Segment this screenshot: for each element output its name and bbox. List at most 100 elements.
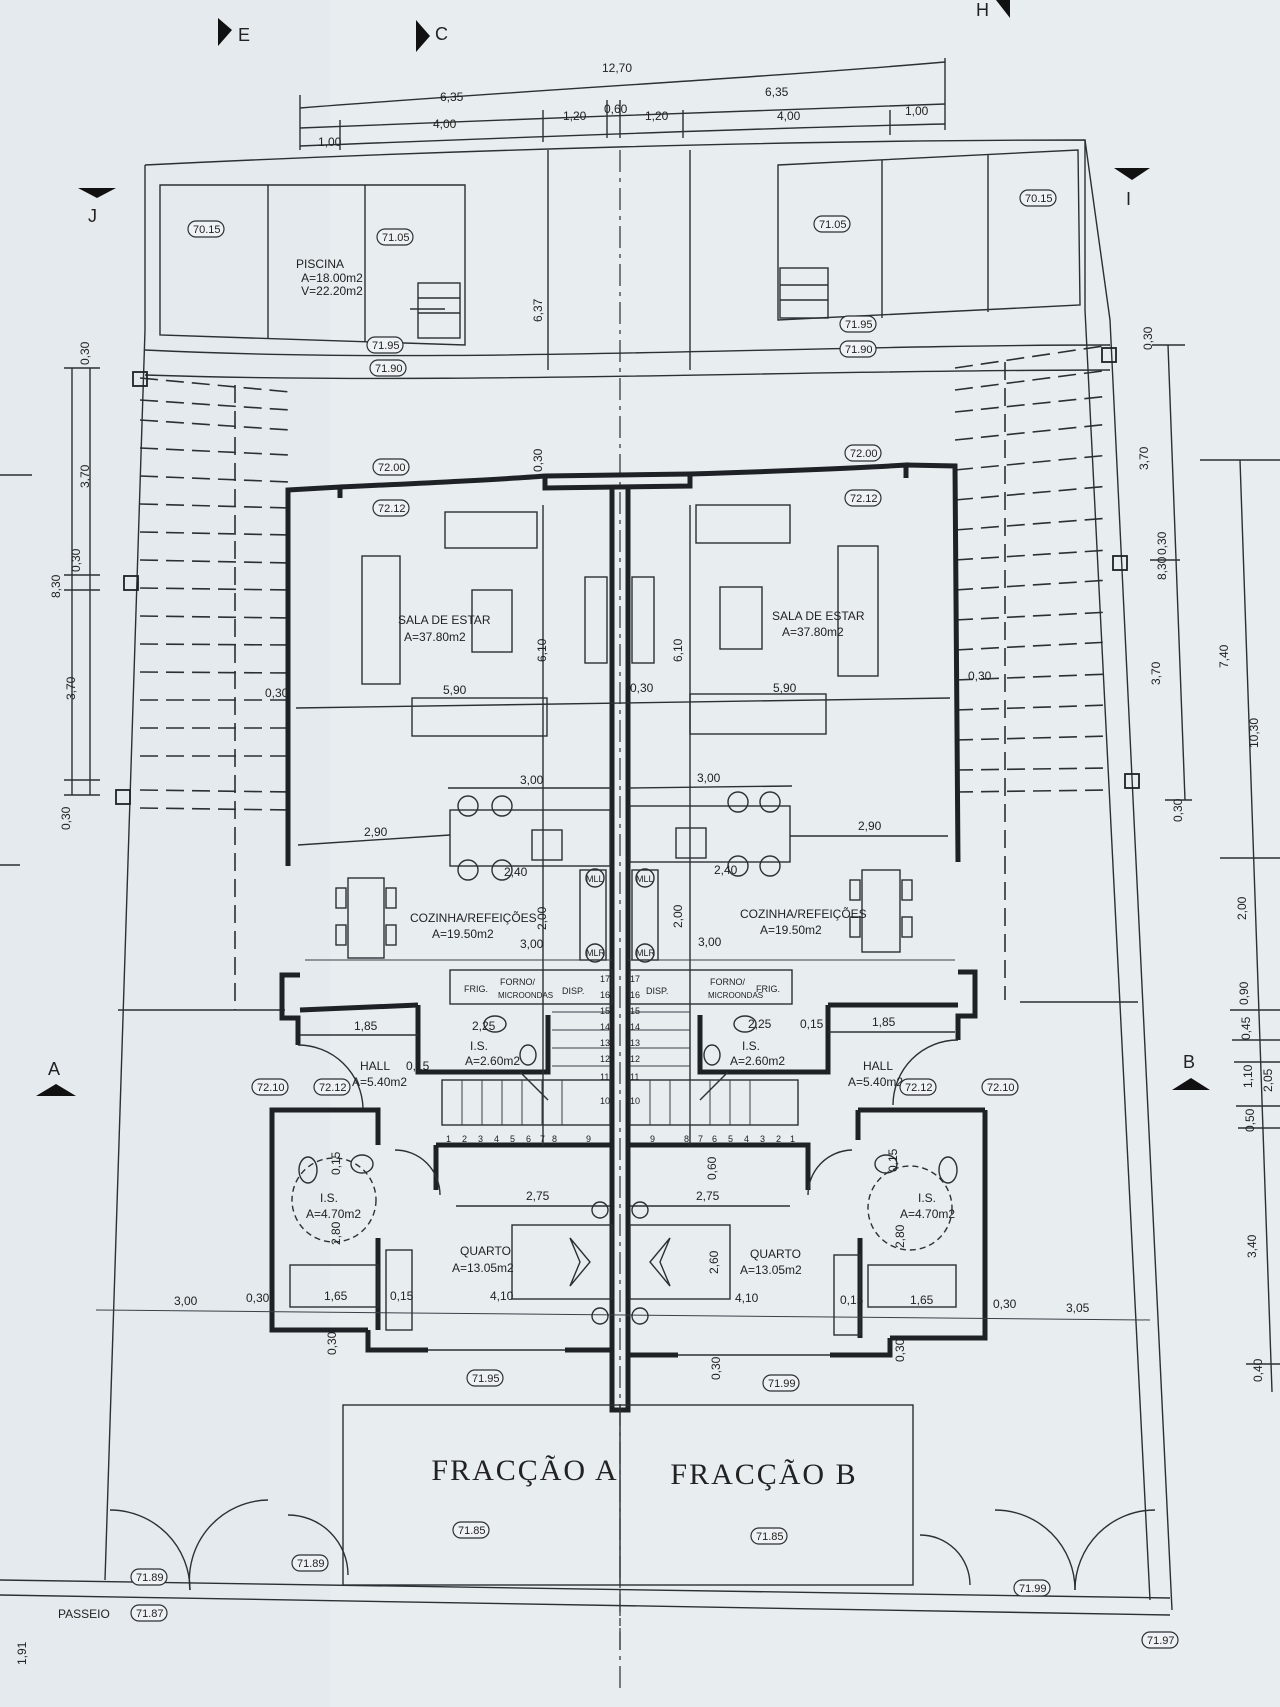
mlr-right: MLR xyxy=(636,948,656,958)
stair-num: 11 xyxy=(630,1072,639,1082)
frig-right: FRIG. xyxy=(756,984,780,994)
is-small-right-name: I.S. xyxy=(742,1039,760,1053)
dim-right-045: 0,45 xyxy=(1239,1016,1253,1040)
terrace-edge-2 xyxy=(144,369,1111,380)
dining-table-right xyxy=(861,869,901,953)
stairs xyxy=(441,1011,799,1126)
stair-num: 1 xyxy=(446,1134,451,1144)
hall-right-name: HALL xyxy=(863,1059,893,1073)
level-7200-left: 72.00 xyxy=(378,462,406,474)
section-a-arrow xyxy=(36,1084,76,1096)
micro-right: MICROONDAS xyxy=(708,991,763,1000)
dim-637: 6,37 xyxy=(531,298,545,322)
stair-num: 10 xyxy=(600,1096,610,1106)
level-7195-right: 71.95 xyxy=(845,319,873,331)
is-big-left-area: A=4.70m2 xyxy=(306,1207,361,1221)
level-7200-right: 72.00 xyxy=(850,448,878,460)
top-dimension-chain: 12,70 6,35 6,35 4,00 1,20 0,60 1,20 4,00… xyxy=(299,58,946,150)
sofa-top-left xyxy=(444,511,538,549)
dim-240-left: 2,40 xyxy=(504,865,528,879)
dim-left-1: 1,00 xyxy=(318,135,342,149)
section-e-arrow xyxy=(218,18,232,46)
disp-right: DISP. xyxy=(646,986,668,996)
dim-610-left: 6,10 xyxy=(535,638,549,662)
pergola-right xyxy=(954,344,1140,1003)
quarto-right-name: QUARTO xyxy=(750,1247,801,1261)
stair-num: 15 xyxy=(630,1006,640,1016)
level-7105-left: 71.05 xyxy=(382,232,410,244)
dim-right-110: 1,10 xyxy=(1241,1064,1255,1088)
dim-300-island-left: 3,00 xyxy=(520,773,544,787)
dim-225-left: 2,25 xyxy=(472,1019,496,1033)
sofa-bottom-right xyxy=(689,693,827,735)
dim-060-right: 0,60 xyxy=(705,1156,719,1180)
coffee-table-right xyxy=(719,586,763,650)
forno-left: FORNO/ xyxy=(500,977,535,987)
dim-right-1: 1,00 xyxy=(905,104,929,118)
dim-290-right: 2,90 xyxy=(858,819,882,833)
stair-num: 17 xyxy=(630,974,640,984)
unit-a-label: FRACÇÃO A xyxy=(431,1454,618,1487)
dim-left-030-mid: 0,30 xyxy=(69,548,83,572)
dim-280-left: 2,80 xyxy=(329,1221,343,1245)
stair-num: 13 xyxy=(600,1038,610,1048)
stair-num: 5 xyxy=(510,1134,515,1144)
section-h-label: H xyxy=(976,0,989,20)
dim-left-030-bot: 0,30 xyxy=(59,806,73,830)
sofa-bottom-left xyxy=(411,697,548,737)
section-j-arrow xyxy=(78,188,116,198)
dim-left-030-top: 0,30 xyxy=(78,341,92,365)
hall-left-area: A=5.40m2 xyxy=(352,1075,407,1089)
stair-num: 11 xyxy=(600,1072,609,1082)
appliance-labels: FRIG. FORNO/ MICROONDAS DISP. DISP. FORN… xyxy=(464,874,780,1000)
stair-num: 13 xyxy=(630,1038,640,1048)
level-7105-right: 71.05 xyxy=(819,219,847,231)
dim-015-right-hall: 0,15 xyxy=(800,1017,824,1031)
pool-volume: V=22.20m2 xyxy=(301,284,363,298)
section-c-label: C xyxy=(435,24,448,44)
stair-num: 9 xyxy=(586,1134,591,1144)
level-7199-front-right: 71.99 xyxy=(768,1378,796,1390)
sofa-side-left xyxy=(361,555,401,685)
stair-num: 2 xyxy=(462,1134,467,1144)
is-big-left-name: I.S. xyxy=(320,1191,338,1205)
dim-total-width: 12,70 xyxy=(602,61,632,75)
stair-num: 7 xyxy=(698,1134,703,1144)
terrace-edge xyxy=(144,344,1111,357)
stair-num: 14 xyxy=(630,1022,640,1032)
dim-left-370-top: 3,70 xyxy=(78,464,92,488)
level-7190-right: 71.90 xyxy=(845,344,873,356)
dim-410-left: 4,10 xyxy=(490,1289,514,1303)
mll-left: MLL xyxy=(586,874,604,884)
dim-275-right: 2,75 xyxy=(696,1189,720,1203)
wardrobe-left xyxy=(385,1249,413,1331)
section-j-label: J xyxy=(88,206,97,226)
dim-590-left: 5,90 xyxy=(443,683,467,697)
front-units: FRACÇÃO A FRACÇÃO B PASSEIO 1,91 xyxy=(0,1404,1171,1690)
level-7185-unit-b: 71.85 xyxy=(756,1531,784,1543)
tv-unit-right xyxy=(631,576,655,664)
bathrooms xyxy=(289,1015,958,1308)
section-e-label: E xyxy=(238,25,250,45)
dim-030-center: 0,30 xyxy=(630,681,654,695)
plot-boundary xyxy=(104,139,1173,1650)
stair-num: 6 xyxy=(712,1134,717,1144)
dim-right-370-bot: 3,70 xyxy=(1149,661,1163,685)
bathtub-right xyxy=(867,1264,957,1308)
stair-num: 7 xyxy=(540,1134,545,1144)
dim-280-right: 2,80 xyxy=(893,1224,907,1248)
dining-table-left xyxy=(347,877,385,959)
level-7210-right: 72.10 xyxy=(987,1082,1015,1094)
dim-center-060: 0,60 xyxy=(604,102,628,116)
sala-right-area: A=37.80m2 xyxy=(782,625,844,639)
dim-300-counter-right: 3,00 xyxy=(698,935,722,949)
dim-290-left: 2,90 xyxy=(364,825,388,839)
level-7189-gate: 71.89 xyxy=(297,1558,325,1570)
bathtub-left xyxy=(289,1264,379,1308)
is-small-left-area: A=2.60m2 xyxy=(465,1054,520,1068)
level-7187-sidewalk: 71.87 xyxy=(136,1608,164,1620)
level-7015-right: 70.15 xyxy=(1025,193,1053,205)
dim-half-left: 6,35 xyxy=(440,90,464,104)
hob-left xyxy=(531,829,563,861)
